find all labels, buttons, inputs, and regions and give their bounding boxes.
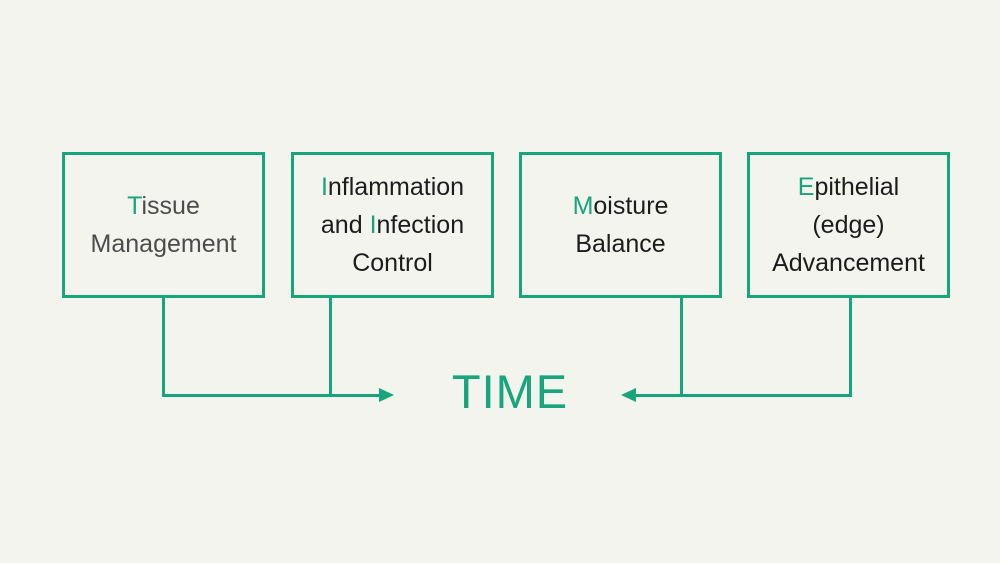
right-group-arrow-shaft: [636, 394, 852, 397]
box-text-line: Advancement: [772, 244, 925, 282]
box-text-line: Moisture: [573, 187, 669, 225]
box-text-segment: nflammation: [327, 173, 465, 201]
box-text-segment: I: [320, 173, 328, 201]
connector-moisture-drop: [680, 297, 683, 397]
box-text-line: Management: [91, 225, 237, 263]
box-text-segment: pithelial: [814, 173, 900, 201]
box-text-line: Balance: [575, 225, 665, 263]
box-text-line: Epithelial: [798, 168, 899, 206]
box-text-segment: Management: [90, 230, 237, 258]
right-pointing-arrowhead-icon: [379, 388, 394, 402]
box-inflammation-infection-control: Inflammation and Infection Control: [291, 152, 494, 298]
box-text-line: Control: [352, 244, 433, 282]
connector-epithelial-drop: [849, 297, 852, 397]
box-text-segment: nfection: [376, 211, 465, 239]
box-text-segment: M: [572, 192, 594, 220]
connector-inflammation-drop: [329, 297, 332, 397]
box-text-line: Tissue: [127, 187, 200, 225]
box-text-segment: and: [320, 211, 370, 239]
box-text-line: and Infection: [321, 206, 464, 244]
box-text-segment: Balance: [575, 230, 666, 258]
box-text-segment: (edge): [812, 211, 885, 239]
box-text-segment: I: [369, 211, 377, 239]
box-tissue-management: Tissue Management: [62, 152, 265, 298]
box-text-segment: issue: [141, 192, 200, 220]
box-epithelial-advancement: Epithelial (edge) Advancement: [747, 152, 950, 298]
time-label: TIME: [451, 365, 569, 418]
box-text-segment: oisture: [593, 192, 669, 220]
box-text-line: (edge): [812, 206, 884, 244]
box-text-segment: T: [127, 192, 142, 220]
connector-tissue-management-drop: [162, 297, 165, 397]
box-text-segment: E: [797, 173, 815, 201]
box-text-segment: Control: [352, 249, 433, 277]
left-group-arrow-shaft: [162, 394, 379, 397]
box-text-line: Inflammation: [321, 168, 464, 206]
box-moisture-balance: Moisture Balance: [519, 152, 722, 298]
left-pointing-arrowhead-icon: [621, 388, 636, 402]
box-text-segment: Advancement: [772, 249, 925, 277]
